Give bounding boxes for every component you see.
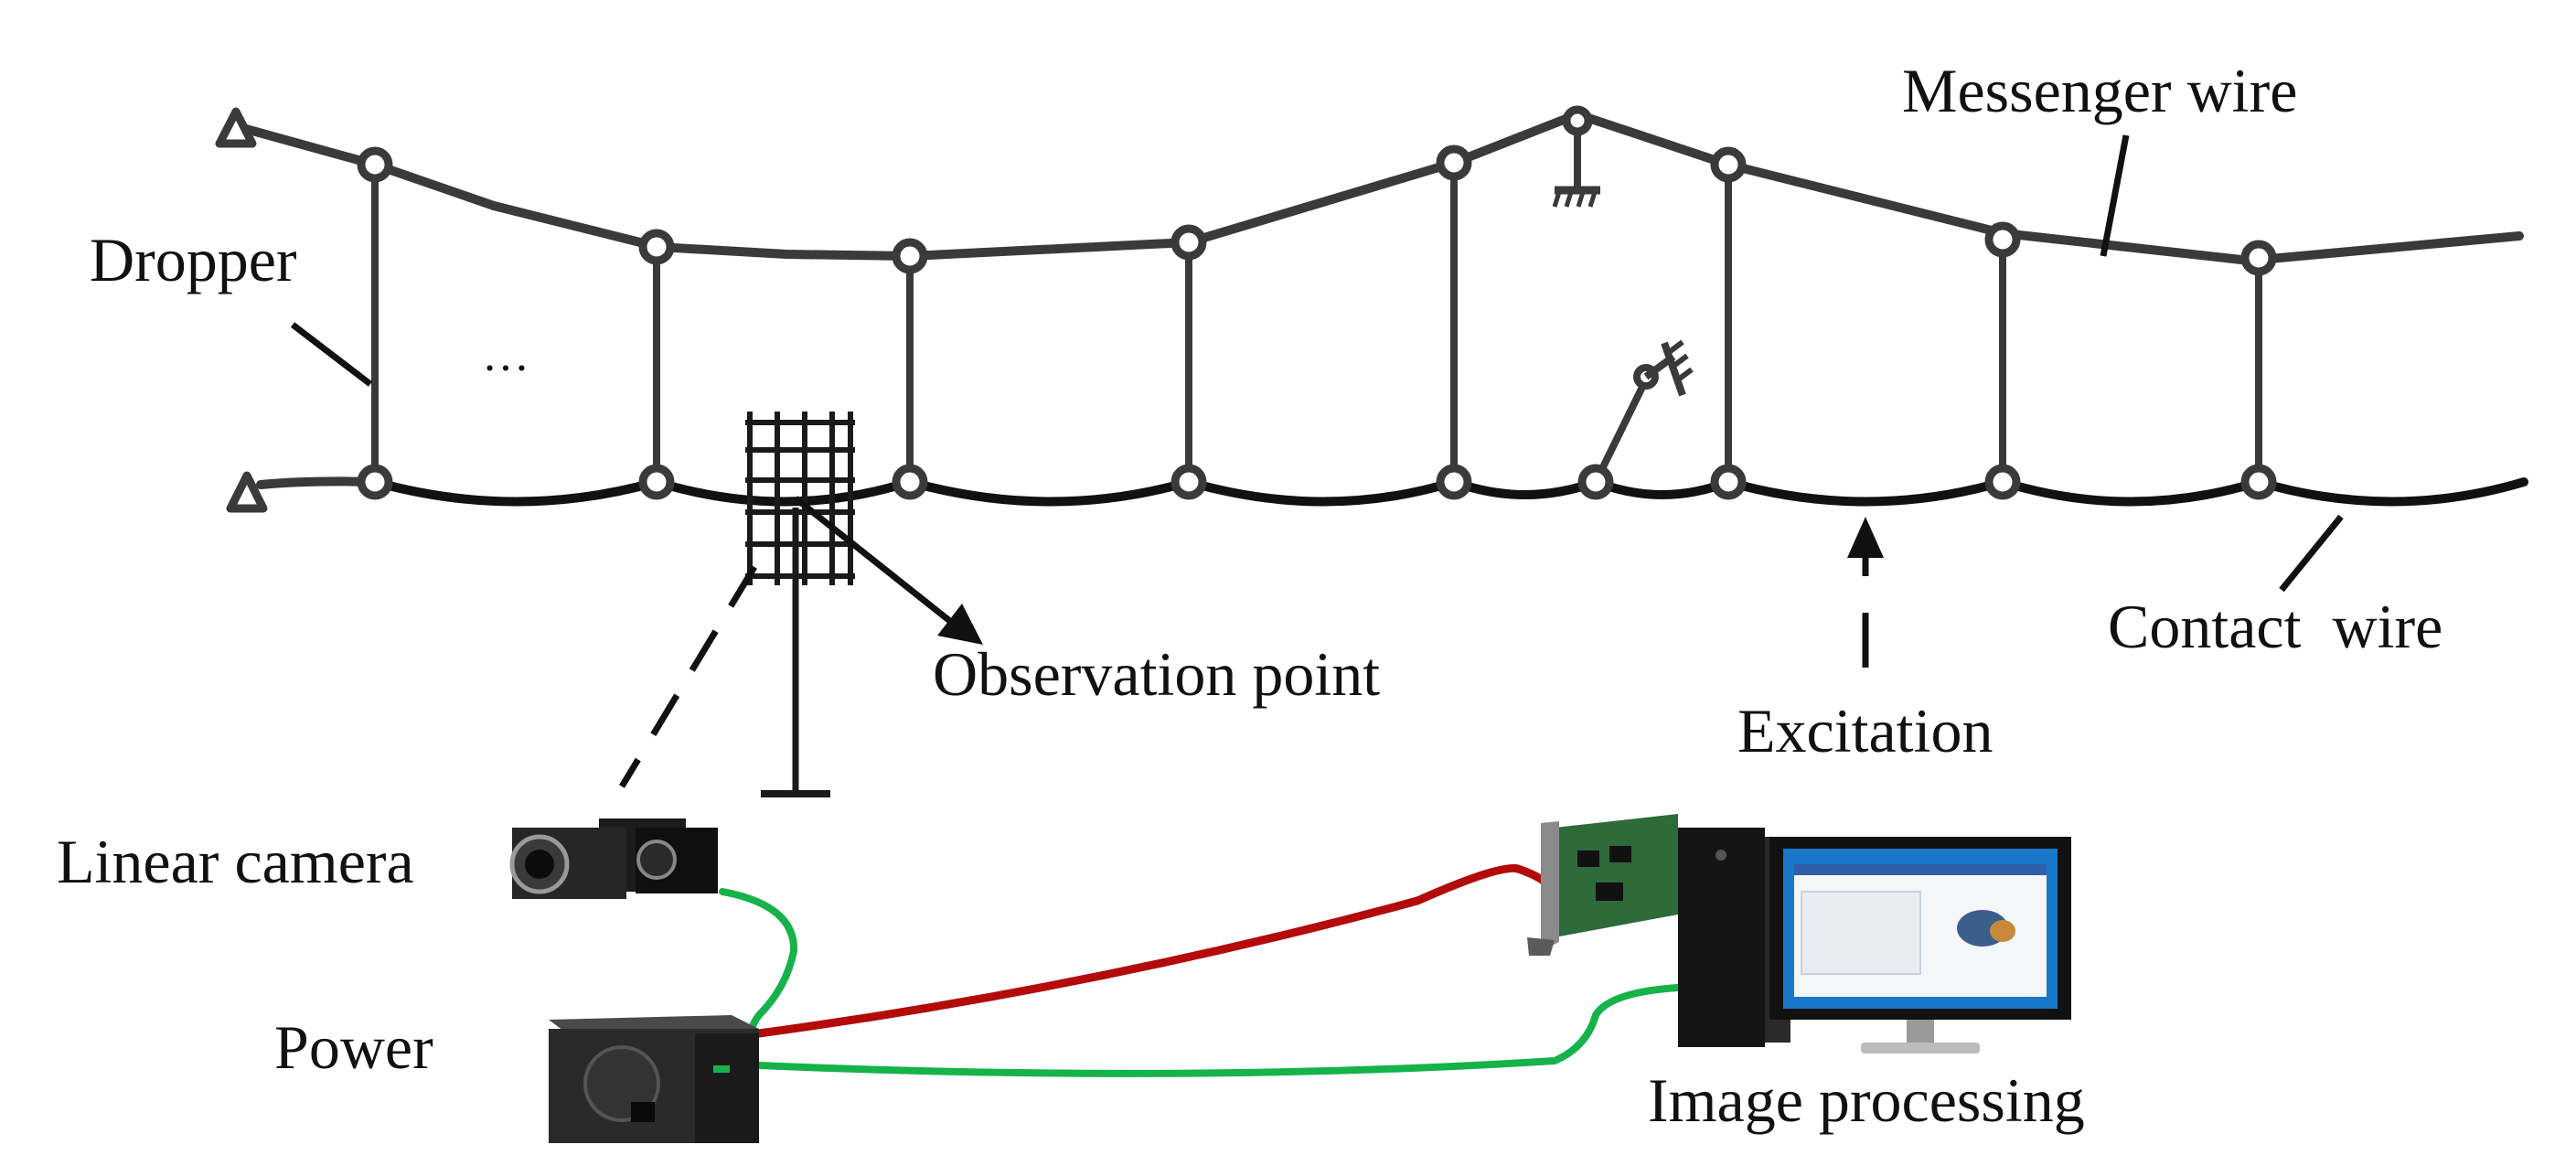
contact-node [1577, 464, 1614, 500]
messenger-wire-line [231, 110, 2524, 265]
camera-second-lens [636, 840, 677, 880]
observation-point-label: Observation point [933, 639, 1380, 709]
monitor-neck [1907, 1020, 1934, 1045]
observation-arrow-line [793, 496, 954, 625]
psu-indicator [713, 1065, 730, 1073]
image-processing-label: Image processing [1648, 1065, 2085, 1135]
contact-node [357, 464, 393, 500]
power-pc-cable [755, 984, 1682, 1077]
contact-wire-span [1998, 477, 2263, 507]
messenger-node [1436, 144, 1472, 181]
contact-node [1984, 464, 2021, 500]
excitation-arrow [1847, 517, 1884, 668]
desktop-computer-icon [1678, 828, 2071, 1054]
ground-icon-hatch [1587, 191, 1598, 208]
excitation-label: Excitation [1737, 696, 1993, 765]
cables [719, 863, 1682, 1077]
excitation-arrow-head [1847, 517, 1884, 558]
contact-wire-span [370, 477, 661, 507]
contact-leader [2279, 514, 2344, 593]
power-daq-cable [754, 863, 1559, 1038]
ground-icon-hatch [1576, 191, 1586, 208]
linear-camera-label: Linear camera [57, 827, 414, 896]
messenger-node [357, 146, 393, 183]
ground-icon-hatch [1666, 339, 1684, 356]
messenger-node [892, 238, 928, 274]
power-supply-icon [549, 1015, 759, 1143]
monitor-window-title [1794, 864, 2047, 875]
acquisition-card-icon [1527, 814, 1678, 956]
contact-node [638, 464, 675, 500]
pc-power-button [1716, 850, 1726, 861]
dropper-label: Dropper [90, 225, 297, 294]
card-chip [1596, 883, 1623, 901]
messenger-wire-label: Messenger wire [1902, 56, 2297, 125]
label-leaders [290, 134, 2344, 593]
monitor-base [1861, 1043, 1980, 1054]
card-chip [1609, 846, 1631, 862]
card-bracket-foot [1527, 937, 1555, 956]
messenger-node [1562, 105, 1593, 136]
contact-wire-span [2254, 477, 2528, 507]
messenger-node [1710, 146, 1747, 183]
contact-wire-span [652, 477, 914, 507]
contact-wire-span [1591, 477, 1733, 499]
messenger-node [1170, 224, 1207, 261]
camera-sight-line [619, 565, 757, 788]
contact-wire [256, 476, 2528, 507]
messenger-node [2240, 240, 2277, 276]
camera-lens-inner [525, 850, 554, 879]
card-chip [1577, 850, 1599, 867]
ground-icon-hatch [1675, 367, 1694, 383]
observation-arrow [793, 496, 983, 645]
steady-arm-line [1592, 378, 1650, 484]
monitor-table [1801, 891, 1921, 975]
ground-icon-hatch [1671, 353, 1689, 369]
observation-target [745, 412, 855, 797]
psu-socket [631, 1102, 655, 1122]
ellipsis-label: … [482, 329, 535, 381]
power-label: Power [274, 1012, 433, 1082]
contact-node [892, 464, 928, 500]
triangle-support-icon [215, 107, 268, 513]
messenger-wire [231, 110, 2524, 265]
contact-node [1436, 464, 1472, 500]
psu-side [695, 1033, 759, 1143]
messenger-leader [2100, 134, 2130, 257]
dropper-leader [290, 322, 373, 387]
messenger-node [638, 229, 675, 265]
contact-wire-span [1184, 477, 1459, 507]
contact-wire-span [1724, 477, 2007, 507]
ground-icon-hatch [1564, 191, 1574, 208]
pc-tower [1678, 828, 1765, 1047]
support-bottom-icon [226, 471, 268, 513]
contact-node [1170, 464, 1207, 500]
droppers [371, 163, 2262, 482]
support-top-icon [215, 107, 257, 148]
contact-node [1710, 464, 1747, 500]
contact-wire-label: Contact wire [2108, 592, 2442, 661]
messenger-support [1552, 123, 1600, 208]
card-board [1555, 814, 1678, 937]
contact-wire-span [905, 477, 1193, 507]
card-bracket [1541, 821, 1559, 951]
ground-icon-hatch [1552, 191, 1562, 208]
observation-arrow-head [937, 604, 983, 645]
steady-arm [1592, 339, 1694, 484]
monitor-image-accent [1990, 920, 2015, 942]
wire-nodes [357, 105, 2277, 500]
contact-wire-span [1449, 477, 1600, 499]
contact-node [2240, 464, 2277, 500]
messenger-node [1984, 221, 2021, 258]
camera-icon [509, 818, 718, 899]
